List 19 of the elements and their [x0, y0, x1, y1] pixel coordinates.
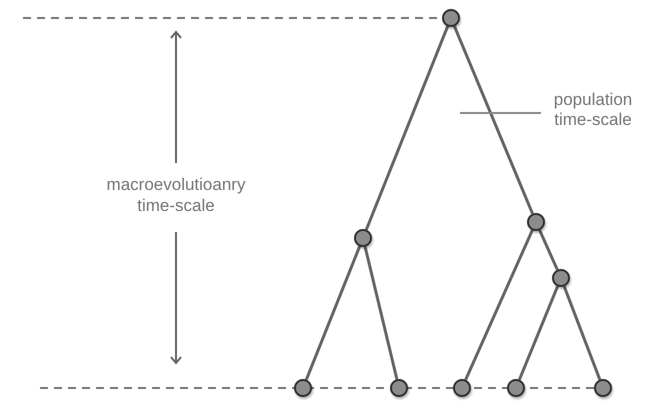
tree-node [442, 9, 460, 27]
tree-node [390, 379, 408, 397]
tree-node [507, 379, 525, 397]
leader-line [460, 112, 541, 114]
tree-branch [453, 26, 534, 214]
tree-node [453, 379, 471, 397]
tree-node [552, 269, 570, 287]
tree-node [527, 213, 545, 231]
tree-branch [562, 286, 602, 380]
tree-branch [538, 230, 559, 270]
scale-label: population time-scale [552, 90, 634, 130]
tree-node [294, 379, 312, 397]
tree-branch [304, 246, 362, 380]
tree-node [594, 379, 612, 397]
tree-branch [364, 246, 398, 380]
tree-branch [364, 26, 450, 230]
tree-branch [518, 286, 559, 380]
tree-node [354, 229, 372, 247]
tree-branch [464, 230, 534, 380]
